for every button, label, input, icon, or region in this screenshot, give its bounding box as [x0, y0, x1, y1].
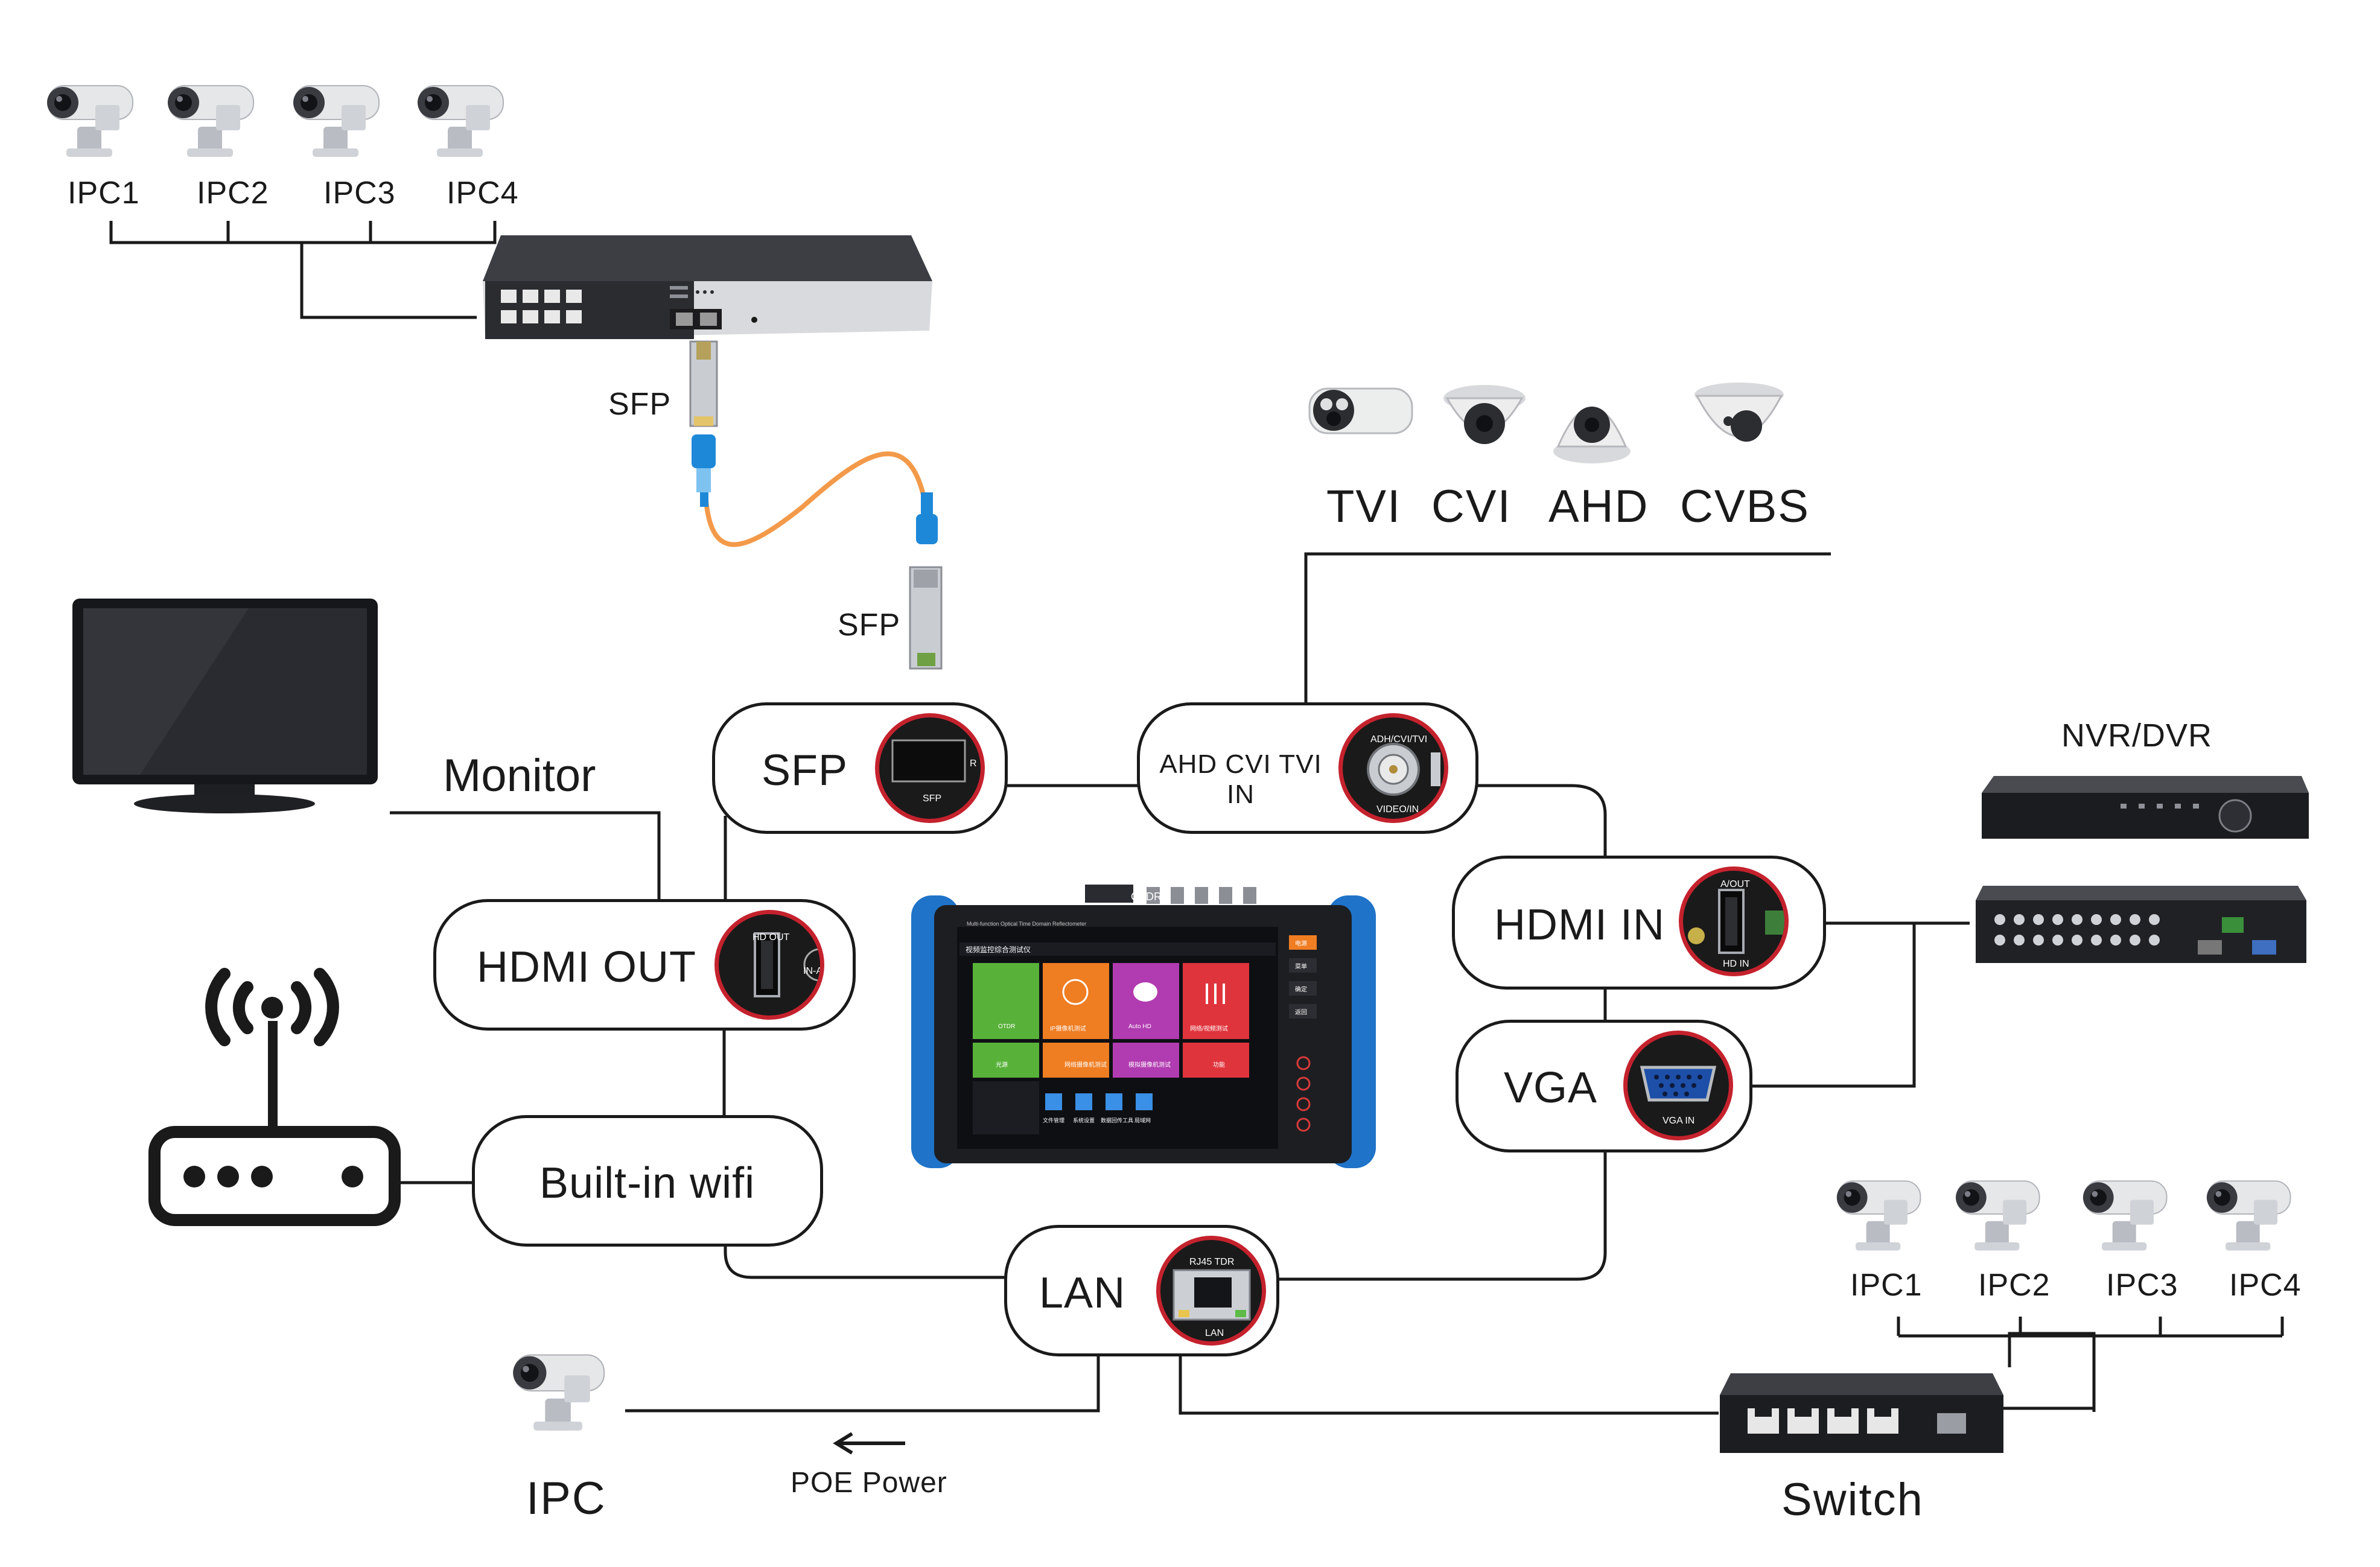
- sfp-module-lower-icon: [909, 492, 943, 670]
- vga-caption: VGA IN: [1662, 1116, 1695, 1126]
- analog-port-caption-top: ADH/CVI/TVI: [1370, 734, 1428, 745]
- device-title-line: Multi-function Optical Time Domain Refle…: [967, 921, 1087, 927]
- nvr-device-icon: [1982, 776, 2309, 839]
- poe-ipc-camera-icon: [512, 1354, 605, 1431]
- device-tile-2[interactable]: Auto HD: [1128, 1023, 1151, 1030]
- bottom-ipc4-label: IPC4: [2229, 1268, 2302, 1303]
- poe-label: POE Power: [791, 1467, 947, 1499]
- monitor-icon: [72, 599, 378, 813]
- device-tile-7[interactable]: 功能: [1213, 1062, 1225, 1069]
- router-icon: [148, 968, 401, 1226]
- hdmi-in-caption-bottom: HD IN: [1723, 959, 1749, 969]
- device-tile-1[interactable]: IP摄像机测试: [1050, 1026, 1086, 1032]
- sfp-port-label: SFP: [762, 746, 848, 795]
- tvi-camera-icon: [1308, 387, 1413, 434]
- cvbs-camera-icon: [1694, 383, 1784, 442]
- switch-label: Switch: [1781, 1474, 1924, 1525]
- bottom-camera-row: [1836, 1180, 2291, 1251]
- poe-switch-device: [1720, 1373, 2003, 1453]
- nvr-label: NVR/DVR: [2061, 717, 2213, 754]
- monitor-label: Monitor: [443, 750, 596, 801]
- device-tile-5[interactable]: 网络摄像机测试: [1064, 1062, 1107, 1069]
- bottom-ipc3-label: IPC3: [2106, 1268, 2178, 1303]
- hdmi-in-caption-top: A/OUT: [1720, 879, 1750, 889]
- ipc-label: IPC: [526, 1473, 606, 1524]
- dvr-device-icon: [1976, 886, 2306, 963]
- bottom-ipc1-label: IPC1: [1850, 1268, 1923, 1303]
- wifi-port-label: Built-in wifi: [539, 1159, 756, 1207]
- lan-caption-top: RJ45 TDR: [1189, 1257, 1235, 1267]
- cvi-camera-icon: [1443, 385, 1526, 444]
- device-tile-0[interactable]: OTDR: [998, 1023, 1016, 1030]
- ahd-label: AHD: [1548, 481, 1649, 532]
- device-tile-6[interactable]: 模拟摄像机测试: [1128, 1062, 1171, 1069]
- device-tile-3[interactable]: 网络/视频测试: [1190, 1026, 1228, 1032]
- wifi-port-pill[interactable]: [472, 1115, 823, 1247]
- vga-port-label: VGA: [1504, 1064, 1598, 1112]
- device-side-button-0[interactable]: 电源: [1295, 941, 1307, 947]
- vga-connector-icon: [1640, 1066, 1717, 1102]
- ahd-camera-icon: [1553, 406, 1631, 463]
- device-tile-4[interactable]: 光源: [996, 1062, 1008, 1069]
- analog-port-label: AHD CVI TVI IN: [1159, 749, 1322, 809]
- device-side-button-3[interactable]: 返回: [1295, 1009, 1307, 1016]
- sfp-port-icon: [891, 739, 966, 783]
- sfp-lower-label: SFP: [838, 608, 901, 643]
- device-dock-1[interactable]: 系统设置: [1073, 1117, 1095, 1124]
- device-side-button-2[interactable]: 确定: [1295, 987, 1307, 993]
- analog-port-caption-bottom: VIDEO/IN: [1376, 804, 1419, 815]
- lan-port-badge: RJ45 TDR LAN: [1156, 1236, 1266, 1346]
- hdmi-out-port-badge: HD OUT IN-A: [714, 910, 824, 1020]
- sfp-upper-label: SFP: [608, 387, 672, 422]
- lan-caption-bottom: LAN: [1205, 1328, 1224, 1338]
- top-ipc4-label: IPC4: [447, 176, 519, 211]
- rj45-connector-icon: [1172, 1269, 1251, 1321]
- router-link: [398, 1181, 477, 1184]
- bnc-connector-icon: [1367, 743, 1440, 796]
- top-ipc2-label: IPC2: [197, 176, 269, 211]
- hdmi-out-port-label: HDMI OUT: [477, 943, 696, 991]
- device-dock-0[interactable]: 文件管理: [1043, 1117, 1065, 1124]
- bottom-ipc2-label: IPC2: [1978, 1268, 2051, 1303]
- cvi-label: CVI: [1431, 481, 1512, 532]
- hdmi-in-port-badge: A/OUT HD IN: [1679, 866, 1789, 976]
- hdmi-out-connector-icon: [754, 932, 820, 997]
- fiber-switch-device: [483, 235, 932, 339]
- hdmi-out-side: IN-A: [803, 966, 822, 976]
- device-top-tag: OTDR: [1131, 891, 1162, 903]
- device-dock-2[interactable]: 数据回传工具: [1101, 1117, 1134, 1124]
- hdmi-out-caption: HD OUT: [752, 932, 790, 942]
- sfp-port-side: R: [970, 758, 977, 769]
- poe-arrow-icon: [833, 1432, 905, 1455]
- vga-port-badge: VGA IN: [1623, 1031, 1733, 1140]
- lan-port-label: LAN: [1039, 1269, 1126, 1317]
- tester-device: [911, 885, 1376, 1168]
- sfp-port-badge: SFP R: [875, 713, 985, 823]
- device-side-button-1[interactable]: 菜单: [1295, 964, 1307, 970]
- hdmi-in-connector-icon: [1688, 889, 1784, 954]
- sfp-port-caption: SFP: [923, 793, 942, 804]
- top-ipc3-label: IPC3: [323, 176, 396, 211]
- tvi-label: TVI: [1326, 481, 1402, 532]
- sfp-module-upper-icon: [689, 340, 718, 507]
- analog-camera-row: [1308, 383, 1784, 463]
- hdmi-in-port-label: HDMI IN: [1494, 901, 1665, 949]
- cvbs-label: CVBS: [1680, 481, 1810, 532]
- analog-port-badge: ADH/CVI/TVI VIDEO/IN: [1338, 713, 1448, 823]
- device-screen-title: 视频监控综合测试仪: [966, 946, 1031, 954]
- device-dock-3[interactable]: 局域网: [1134, 1117, 1151, 1124]
- top-ipc1-label: IPC1: [68, 176, 140, 211]
